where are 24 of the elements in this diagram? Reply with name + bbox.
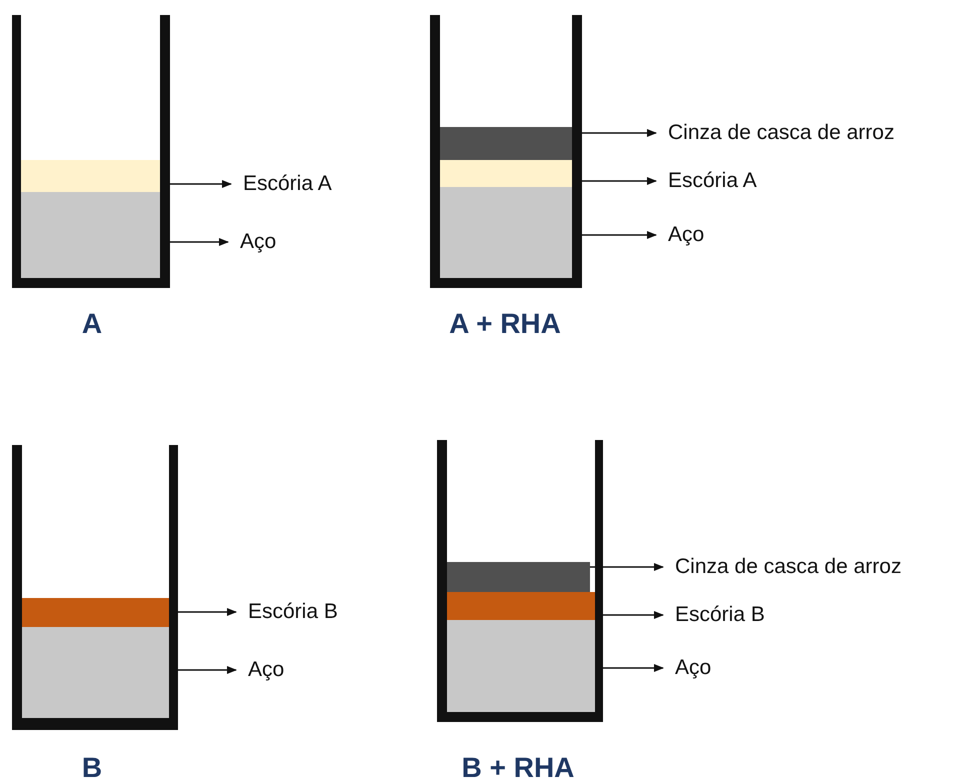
- layer-label: Cinza de casca de arroz: [656, 120, 894, 146]
- arrow: [590, 563, 664, 571]
- crucible-label: A + RHA: [449, 308, 561, 340]
- slag-layer: [21, 160, 160, 192]
- steel-layer: [22, 627, 169, 718]
- layer-label: Escória A: [656, 168, 757, 194]
- slag-layer: [447, 592, 595, 620]
- layer-label: Aço: [236, 657, 284, 683]
- slag-layer: [22, 598, 169, 627]
- layer-label: Escória B: [663, 602, 765, 628]
- slag-layer: [440, 160, 572, 187]
- layer-label: Cinza de casca de arroz: [663, 554, 902, 580]
- crucible-label: B + RHA: [462, 752, 574, 783]
- layer-label: Escória A: [231, 171, 332, 197]
- layer-label: Aço: [663, 655, 712, 681]
- steel-layer: [440, 187, 572, 278]
- layer-label: Aço: [228, 229, 276, 255]
- steel-layer: [21, 192, 160, 278]
- layer-label: Aço: [656, 222, 704, 248]
- layer-label: Escória B: [236, 599, 338, 625]
- crucible-label: B: [82, 752, 102, 783]
- crucible-label: A: [82, 308, 102, 340]
- ash-layer: [447, 562, 590, 592]
- steel-layer: [447, 620, 595, 712]
